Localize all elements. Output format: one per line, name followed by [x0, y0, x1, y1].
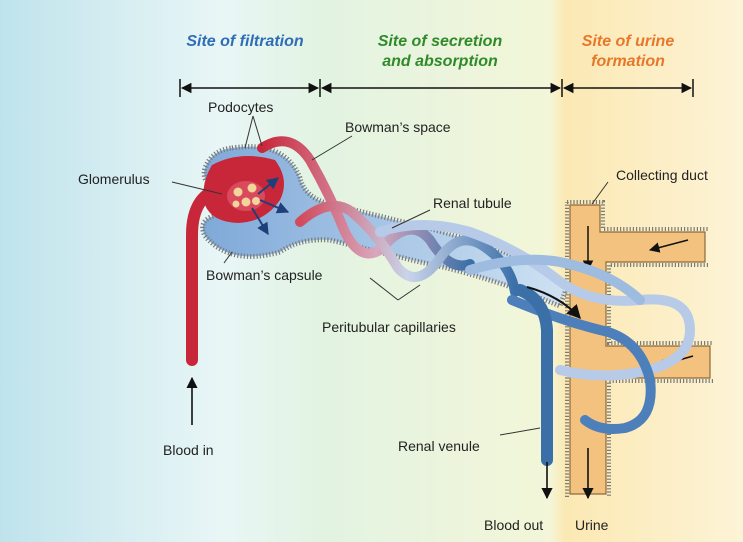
header-secretion-line2: and absorption — [382, 53, 498, 70]
header-secretion-line1: Site of secretion — [378, 33, 503, 50]
label-podocytes: Podocytes — [208, 99, 273, 115]
label-urine: Urine — [575, 517, 609, 533]
label-collecting-duct: Collecting duct — [616, 167, 708, 183]
label-peritubular-capillaries: Peritubular capillaries — [322, 319, 456, 335]
header-urine-line1: Site of urine — [582, 33, 675, 50]
label-bowmans-space: Bowman’s space — [345, 119, 451, 135]
header-urine-line2: formation — [591, 53, 665, 70]
label-glomerulus: Glomerulus — [78, 171, 150, 187]
label-renal-venule: Renal venule — [398, 438, 480, 454]
header-filtration: Site of filtration — [186, 33, 304, 50]
label-renal-tubule: Renal tubule — [433, 195, 512, 211]
label-bowmans-capsule: Bowman’s capsule — [206, 267, 323, 283]
label-blood-out: Blood out — [484, 517, 543, 533]
label-blood-in: Blood in — [163, 442, 214, 458]
